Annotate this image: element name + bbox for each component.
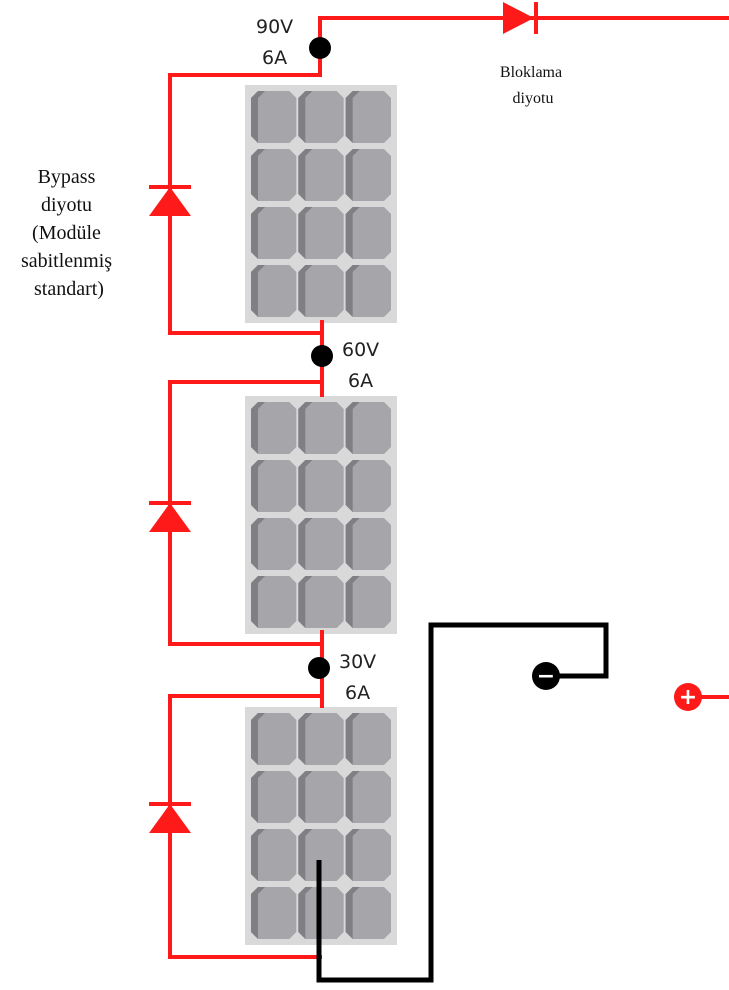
solar-cell [251,829,297,881]
node-current-90v: 6A [262,47,287,69]
solar-cell [345,207,391,259]
node-current-30v: 6A [345,682,370,704]
junction-dot-60v [311,345,333,367]
solar-cell [298,518,344,570]
solar-cell [345,149,391,201]
solar-cell [345,576,391,628]
bypass-diode-icon-bottom [149,802,191,833]
positive-terminal-icon: + [674,683,702,711]
solar-cell [251,402,297,454]
node-voltage-90v: 90V [256,16,293,38]
solar-cell [251,149,297,201]
solar-cell [298,149,344,201]
negative-wire [316,622,609,983]
solar-cell [298,576,344,628]
negative-terminal-icon: − [532,662,560,690]
solar-cell [345,887,391,939]
solar-cell [345,265,391,317]
positive-terminal-sign: + [679,685,697,710]
solar-cell [345,829,391,881]
solar-cell [251,91,297,143]
solar-cell [298,771,344,823]
solar-cell [345,402,391,454]
solar-cell [345,460,391,512]
solar-cell [251,576,297,628]
node-voltage-30v: 30V [339,651,376,673]
bypass-diode-note: Bypass diyotu (Modüle sabitlenmiş standa… [21,166,117,300]
solar-cell [345,713,391,765]
solar-cell [251,887,297,939]
solar-cell [298,265,344,317]
blocking-diode-icon [503,2,538,34]
bypass-loop-top [168,46,324,335]
negative-terminal-sign: − [537,664,555,689]
solar-cell [298,829,344,881]
solar-cell [345,771,391,823]
solar-cell [298,207,344,259]
solar-cell [298,460,344,512]
solar-cell [251,265,297,317]
solar-cell [298,91,344,143]
solar-cell [345,518,391,570]
solar-cell [251,207,297,259]
solar-cell [251,518,297,570]
node-voltage-60v: 60V [342,339,379,361]
junction-dot-30v [308,657,330,679]
node-current-60v: 6A [348,370,373,392]
solar-cell [251,713,297,765]
solar-cell [345,91,391,143]
blocking-diode-note: Bloklama diyotu [500,64,566,107]
bypass-diode-icon-top [149,185,191,216]
solar-cell [251,771,297,823]
solar-panel-middle [245,396,397,634]
solar-cell [251,460,297,512]
solar-panel-top [245,85,397,323]
solar-cell [298,402,344,454]
junction-dot-90v [309,37,331,59]
bypass-diode-icon-middle [149,501,191,532]
solar-cell [298,713,344,765]
